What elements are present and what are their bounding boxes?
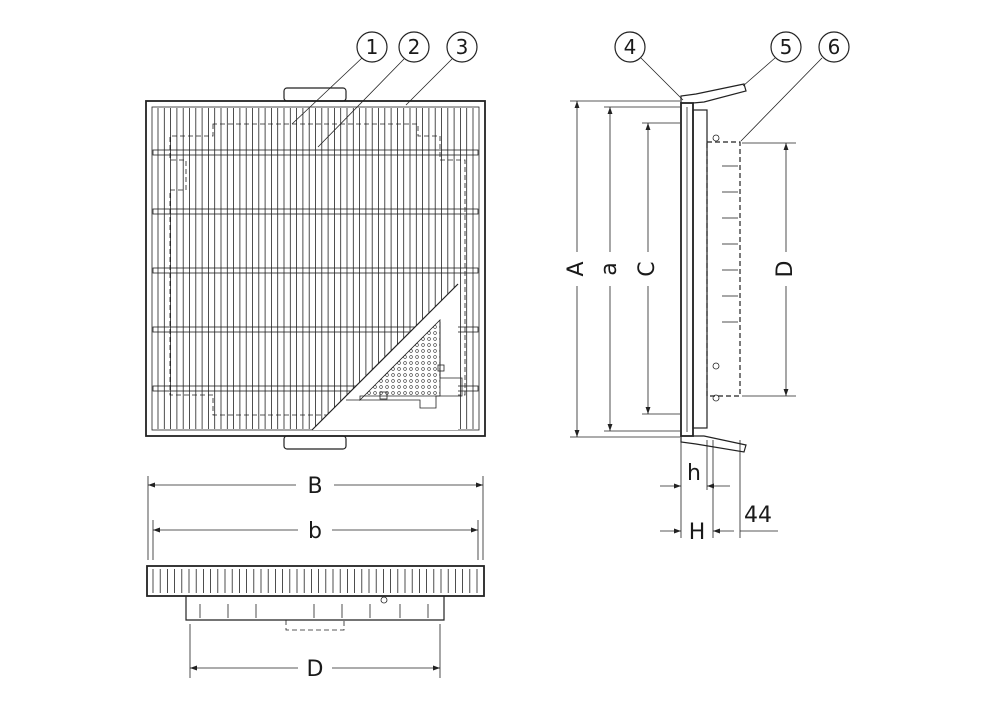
top-handle xyxy=(283,87,347,102)
leader-line xyxy=(291,57,363,125)
dim-H: H xyxy=(689,520,706,545)
hidden-handle xyxy=(285,620,345,631)
cutaway-line xyxy=(311,283,459,431)
callout-1: 1 xyxy=(366,35,379,59)
front-view xyxy=(145,87,486,450)
side-view: A a C D h H 44 xyxy=(564,83,798,545)
bolt xyxy=(380,596,388,604)
dim-B: B xyxy=(307,474,322,499)
outer-frame xyxy=(145,100,486,437)
callout-4-circle xyxy=(614,31,646,63)
dim-D-side: D xyxy=(773,261,798,278)
bolt xyxy=(437,364,445,372)
hidden-outline xyxy=(169,123,466,416)
grating-section xyxy=(146,565,485,597)
frame-section xyxy=(185,596,445,621)
cross-rod xyxy=(152,385,479,392)
cross-rod xyxy=(152,208,479,215)
side-basket xyxy=(706,141,741,397)
support-bracket xyxy=(346,322,463,409)
leader-line xyxy=(742,57,776,87)
dim-h: h xyxy=(687,461,701,486)
leader-line xyxy=(640,57,684,101)
dim-A: A xyxy=(564,261,589,276)
dim-D-bottom: D xyxy=(307,657,324,682)
frame-fins xyxy=(199,604,429,618)
leader-line xyxy=(317,58,405,148)
cross-rod xyxy=(152,326,479,333)
dim-44: 44 xyxy=(744,503,772,528)
bolt xyxy=(712,394,720,402)
cross-rod xyxy=(152,149,479,156)
cross-rods xyxy=(152,149,479,392)
section-bars xyxy=(152,569,478,593)
bottom-handle xyxy=(283,435,347,450)
callout-2: 2 xyxy=(408,35,421,59)
callout-4: 4 xyxy=(624,35,637,59)
cross-rod xyxy=(152,267,479,274)
side-handle-bottom xyxy=(680,435,747,453)
bolt xyxy=(712,362,720,370)
leader-line xyxy=(740,57,823,142)
grating-bars xyxy=(157,108,474,429)
dim-b: b xyxy=(308,519,322,544)
callout-1-circle xyxy=(356,31,388,63)
side-handle-top xyxy=(680,83,747,104)
callout-3: 3 xyxy=(456,35,469,59)
section-view: B b D xyxy=(146,474,485,682)
callout-3-circle xyxy=(446,31,478,63)
callout-5-circle xyxy=(770,31,802,63)
bolt xyxy=(379,391,388,400)
bolt xyxy=(712,134,720,142)
side-frame xyxy=(692,109,708,429)
dim-a: a xyxy=(597,262,622,275)
callout-6-circle xyxy=(818,31,850,63)
callout-5: 5 xyxy=(780,35,793,59)
side-fins xyxy=(722,165,738,323)
callout-6: 6 xyxy=(828,35,841,59)
callouts-front: 1 2 3 xyxy=(291,31,478,148)
callout-2-circle xyxy=(398,31,430,63)
callouts-side: 4 5 6 xyxy=(614,31,850,142)
leader-line xyxy=(405,58,453,106)
dim-C: C xyxy=(635,261,660,276)
